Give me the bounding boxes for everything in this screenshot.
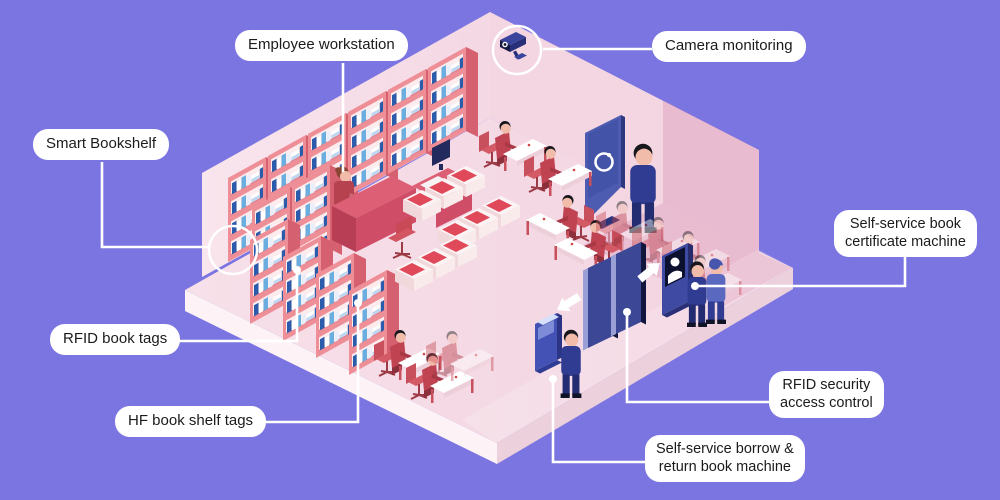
label-employee-workstation: Employee workstation xyxy=(235,30,408,61)
label-rfid-security: RFID security access control xyxy=(769,371,884,418)
label-camera-monitoring: Camera monitoring xyxy=(652,31,806,62)
label-rfid-security-line2: access control xyxy=(780,395,873,412)
leader-lines xyxy=(100,47,907,464)
label-certificate-machine-line1: Self-service book xyxy=(849,216,962,232)
cctv-camera-icon xyxy=(500,32,527,60)
leader-certificate-machine xyxy=(697,254,907,288)
certificate-kiosk-icon xyxy=(662,243,693,318)
info-kiosk-icon xyxy=(585,115,625,229)
label-certificate-machine: Self-service book certificate machine xyxy=(834,210,977,257)
leader-borrow-return xyxy=(551,381,646,464)
bookshelf-highlight-circle xyxy=(207,224,259,276)
leader-dots xyxy=(293,266,699,383)
label-borrow-return: Self-service borrow & return book machin… xyxy=(645,435,805,482)
label-rfid-security-line1: RFID security xyxy=(782,377,871,393)
reading-zone-wall-tint xyxy=(663,100,759,253)
borrow-return-kiosk-icon xyxy=(535,313,562,374)
label-borrow-return-line2: return book machine xyxy=(658,459,791,476)
label-hf-book-shelf-tags: HF book shelf tags xyxy=(115,406,267,437)
platform-front-left xyxy=(185,290,497,464)
camera-highlight-circle xyxy=(491,24,543,76)
label-smart-bookshelf: Smart Bookshelf xyxy=(33,129,170,160)
leader-smart-bookshelf xyxy=(100,162,209,249)
label-certificate-machine-line2: certificate machine xyxy=(845,234,966,251)
label-borrow-return-line1: Self-service borrow & xyxy=(656,441,794,457)
label-rfid-book-tags: RFID book tags xyxy=(50,324,181,355)
leader-hf-book-shelf-tags xyxy=(259,305,360,424)
leader-rfid-security xyxy=(625,313,770,404)
leader-rfid-book-tags xyxy=(176,270,299,343)
